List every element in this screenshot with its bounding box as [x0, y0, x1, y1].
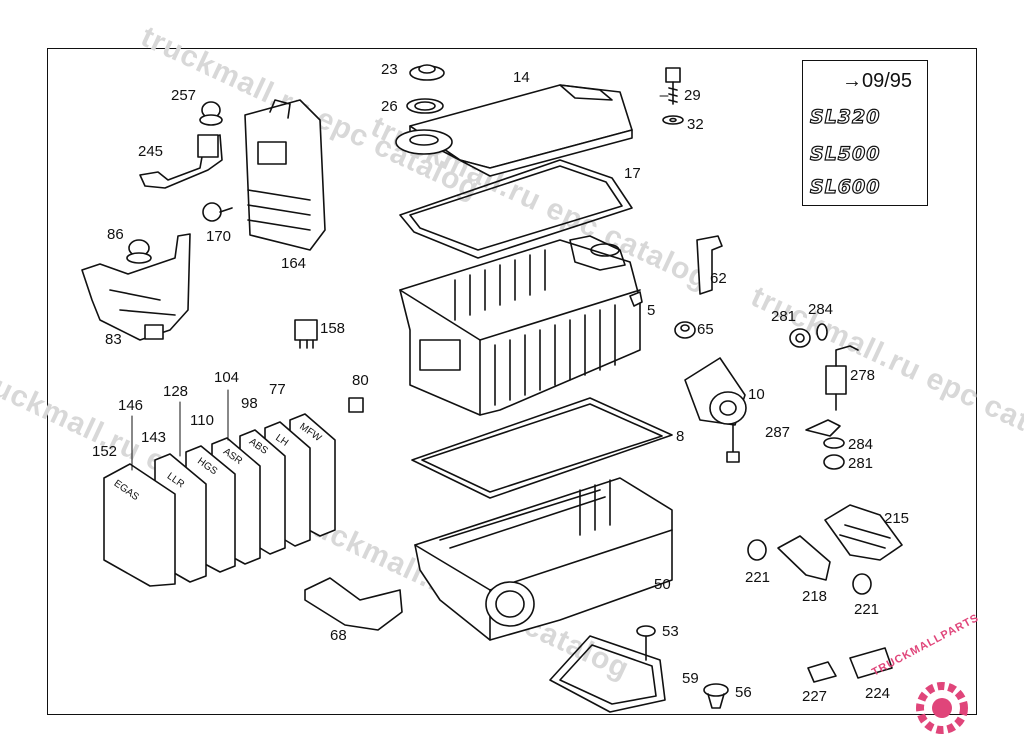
label-65[interactable]: 65	[697, 321, 714, 338]
part-29-bolt[interactable]	[665, 67, 681, 105]
part-65-nut[interactable]	[674, 321, 696, 339]
relay-module-stack	[103, 413, 336, 587]
label-224[interactable]: 224	[865, 685, 891, 702]
label-143[interactable]: 143	[141, 429, 167, 446]
label-56[interactable]: 56	[735, 684, 752, 701]
label-10[interactable]: 10	[748, 386, 765, 403]
label-281-top[interactable]: 281	[771, 308, 797, 325]
part-59-frame[interactable]	[549, 635, 666, 713]
part-227-clip[interactable]	[807, 661, 837, 683]
part-23-cap[interactable]	[409, 64, 445, 81]
model-sl320: SL320	[809, 105, 881, 128]
module-EGAS[interactable]	[103, 463, 176, 587]
part-10-fan[interactable]	[684, 357, 747, 463]
model-legend	[802, 60, 928, 206]
part-164-control-unit[interactable]	[244, 99, 326, 251]
label-218[interactable]: 218	[802, 588, 828, 605]
diagram-frame	[47, 48, 977, 715]
housing-upper[interactable]	[399, 235, 641, 416]
part-14-cover[interactable]	[395, 84, 633, 177]
label-14[interactable]: 14	[513, 69, 530, 86]
label-221-right[interactable]: 221	[854, 601, 880, 618]
label-152[interactable]: 152	[92, 443, 118, 460]
label-62[interactable]: 62	[710, 270, 727, 287]
label-8[interactable]: 8	[676, 428, 685, 445]
part-32-washer[interactable]	[662, 115, 684, 125]
label-278[interactable]: 278	[850, 367, 876, 384]
part-62-bracket[interactable]	[696, 235, 723, 295]
label-257[interactable]: 257	[171, 87, 197, 104]
part-221-nut-right[interactable]	[852, 573, 872, 595]
part-86-nut[interactable]	[126, 239, 152, 264]
part-56-plug[interactable]	[703, 683, 729, 709]
label-245[interactable]: 245	[138, 143, 164, 160]
label-128[interactable]: 128	[163, 383, 189, 400]
part-215-connector[interactable]	[824, 504, 903, 561]
leader-lines	[131, 95, 669, 471]
label-26[interactable]: 26	[381, 98, 398, 115]
label-98[interactable]: 98	[241, 395, 258, 412]
part-68-tray[interactable]	[304, 577, 403, 631]
label-221-left[interactable]: 221	[745, 569, 771, 586]
part-221-nut-left[interactable]	[747, 539, 767, 561]
label-164[interactable]: 164	[281, 255, 307, 272]
part-17-gasket[interactable]	[399, 159, 633, 259]
part-287-clamp[interactable]	[805, 419, 841, 437]
part-50-lower-housing[interactable]	[414, 477, 673, 641]
legend-date: →09/95	[842, 70, 912, 93]
label-281-bottom[interactable]: 281	[848, 455, 874, 472]
part-5-clip[interactable]	[629, 291, 643, 307]
part-284-washer-lower[interactable]	[823, 437, 845, 449]
label-29[interactable]: 29	[684, 87, 701, 104]
brand-logo	[916, 682, 968, 734]
legend-date-text: 09/95	[862, 70, 913, 92]
label-215[interactable]: 215	[884, 510, 910, 527]
label-284-top[interactable]: 284	[808, 301, 834, 318]
part-281-nut[interactable]	[789, 328, 811, 348]
label-158[interactable]: 158	[320, 320, 346, 337]
label-170[interactable]: 170	[206, 228, 232, 245]
part-26-ring[interactable]	[406, 98, 444, 114]
label-68[interactable]: 68	[330, 627, 347, 644]
part-281-nut-lower[interactable]	[823, 454, 845, 470]
label-104[interactable]: 104	[214, 369, 240, 386]
part-158-relay[interactable]	[294, 319, 318, 349]
arrow-icon: →	[842, 70, 862, 92]
part-245-bracket[interactable]	[139, 134, 223, 189]
label-110[interactable]: 110	[190, 412, 214, 429]
label-83[interactable]: 83	[105, 331, 122, 348]
part-224-module[interactable]	[849, 647, 893, 679]
label-287[interactable]: 287	[765, 424, 791, 441]
part-278-sensor[interactable]	[825, 345, 859, 411]
gear-icon	[916, 682, 968, 734]
label-227[interactable]: 227	[802, 688, 828, 705]
part-80-relay[interactable]	[348, 397, 364, 413]
label-59[interactable]: 59	[682, 670, 699, 687]
label-32[interactable]: 32	[687, 116, 704, 133]
label-77[interactable]: 77	[269, 381, 286, 398]
label-53[interactable]: 53	[662, 623, 679, 640]
label-5[interactable]: 5	[647, 302, 656, 319]
label-80[interactable]: 80	[352, 372, 369, 389]
model-sl500: SL500	[809, 142, 881, 165]
part-170-screw[interactable]	[202, 202, 233, 222]
model-sl600: SL600	[809, 175, 881, 198]
part-218-board[interactable]	[777, 535, 831, 581]
label-50[interactable]: 50	[654, 576, 671, 593]
label-284-bottom[interactable]: 284	[848, 436, 874, 453]
label-17[interactable]: 17	[624, 165, 641, 182]
label-23[interactable]: 23	[381, 61, 398, 78]
part-8-gasket[interactable]	[411, 397, 673, 499]
part-284-washer[interactable]	[816, 323, 828, 341]
part-83-bracket[interactable]	[81, 233, 191, 341]
label-86[interactable]: 86	[107, 226, 124, 243]
part-257-nut[interactable]	[199, 101, 223, 126]
label-146[interactable]: 146	[118, 397, 144, 414]
